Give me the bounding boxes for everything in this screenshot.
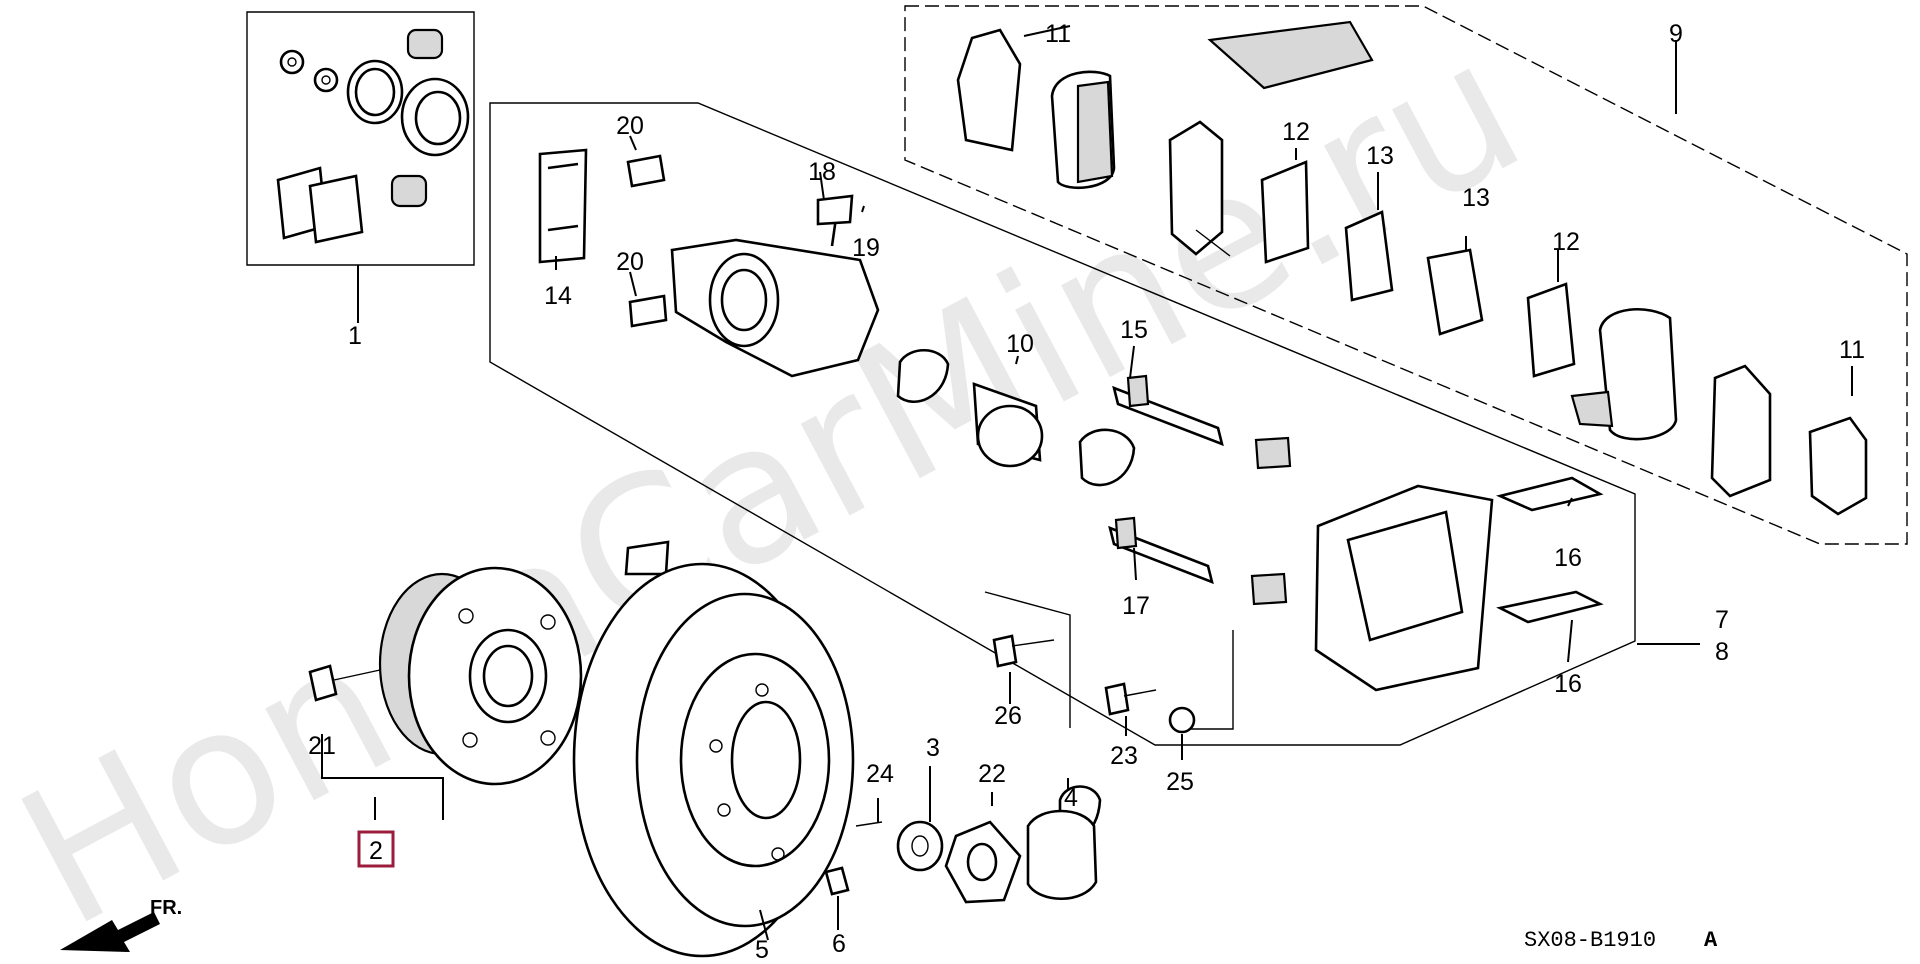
callout-16a[interactable]: 16 bbox=[1554, 544, 1582, 572]
callout-23[interactable]: 23 bbox=[1110, 742, 1138, 770]
callout-25[interactable]: 25 bbox=[1166, 768, 1194, 796]
front-direction-arrow: FR. bbox=[60, 897, 182, 952]
callout-17[interactable]: 17 bbox=[1122, 592, 1150, 620]
callout-22[interactable]: 22 bbox=[978, 760, 1006, 788]
callout-11b[interactable]: 11 bbox=[1839, 336, 1865, 364]
callout-11a[interactable]: 11 bbox=[1045, 20, 1071, 48]
drawing-code: SX08-B1910 bbox=[1524, 928, 1656, 953]
bolt-26-bracket bbox=[984, 591, 1071, 728]
caliper-assembly-box bbox=[489, 102, 1636, 746]
callout-12b[interactable]: 12 bbox=[1552, 228, 1580, 256]
callout-15[interactable]: 15 bbox=[1120, 316, 1148, 344]
callout-8[interactable]: 8 bbox=[1715, 638, 1729, 666]
callout-26[interactable]: 26 bbox=[994, 702, 1022, 730]
callout-10[interactable]: 10 bbox=[1006, 330, 1034, 358]
callout-2[interactable]: 2 bbox=[369, 837, 383, 865]
callout-3[interactable]: 3 bbox=[926, 734, 940, 762]
caliper-box-tail bbox=[1186, 630, 1234, 730]
callout-19[interactable]: 19 bbox=[852, 234, 880, 262]
callout-12a[interactable]: 12 bbox=[1282, 118, 1310, 146]
seal-kit-parts bbox=[276, 28, 470, 244]
callout-5[interactable]: 5 bbox=[755, 936, 769, 964]
callout-13a[interactable]: 13 bbox=[1366, 142, 1394, 170]
callout-18[interactable]: 18 bbox=[808, 158, 836, 186]
callout-20b[interactable]: 20 bbox=[616, 248, 644, 276]
drawing-suffix: A bbox=[1704, 928, 1718, 953]
highlight-box bbox=[357, 830, 395, 868]
callout-14[interactable]: 14 bbox=[544, 282, 572, 310]
brake-pads-group bbox=[956, 20, 1868, 516]
callout-24[interactable]: 24 bbox=[866, 760, 894, 788]
caliper-parts bbox=[538, 148, 1604, 692]
leader-lines bbox=[321, 25, 1853, 941]
seal-kit-box bbox=[246, 11, 475, 266]
hub-rotor-parts bbox=[308, 562, 1196, 958]
pad-set-box bbox=[904, 5, 1908, 545]
callout-9[interactable]: 9 bbox=[1669, 20, 1683, 48]
callout-7[interactable]: 7 bbox=[1715, 606, 1729, 634]
callout-13b[interactable]: 13 bbox=[1462, 184, 1490, 212]
callout-16b[interactable]: 16 bbox=[1554, 670, 1582, 698]
callout-4[interactable]: 4 bbox=[1064, 784, 1078, 812]
front-label: FR. bbox=[150, 897, 182, 919]
callout-1[interactable]: 1 bbox=[348, 322, 362, 350]
callout-6[interactable]: 6 bbox=[832, 930, 846, 958]
callout-20a[interactable]: 20 bbox=[616, 112, 644, 140]
callout-21[interactable]: 21 bbox=[308, 732, 336, 760]
